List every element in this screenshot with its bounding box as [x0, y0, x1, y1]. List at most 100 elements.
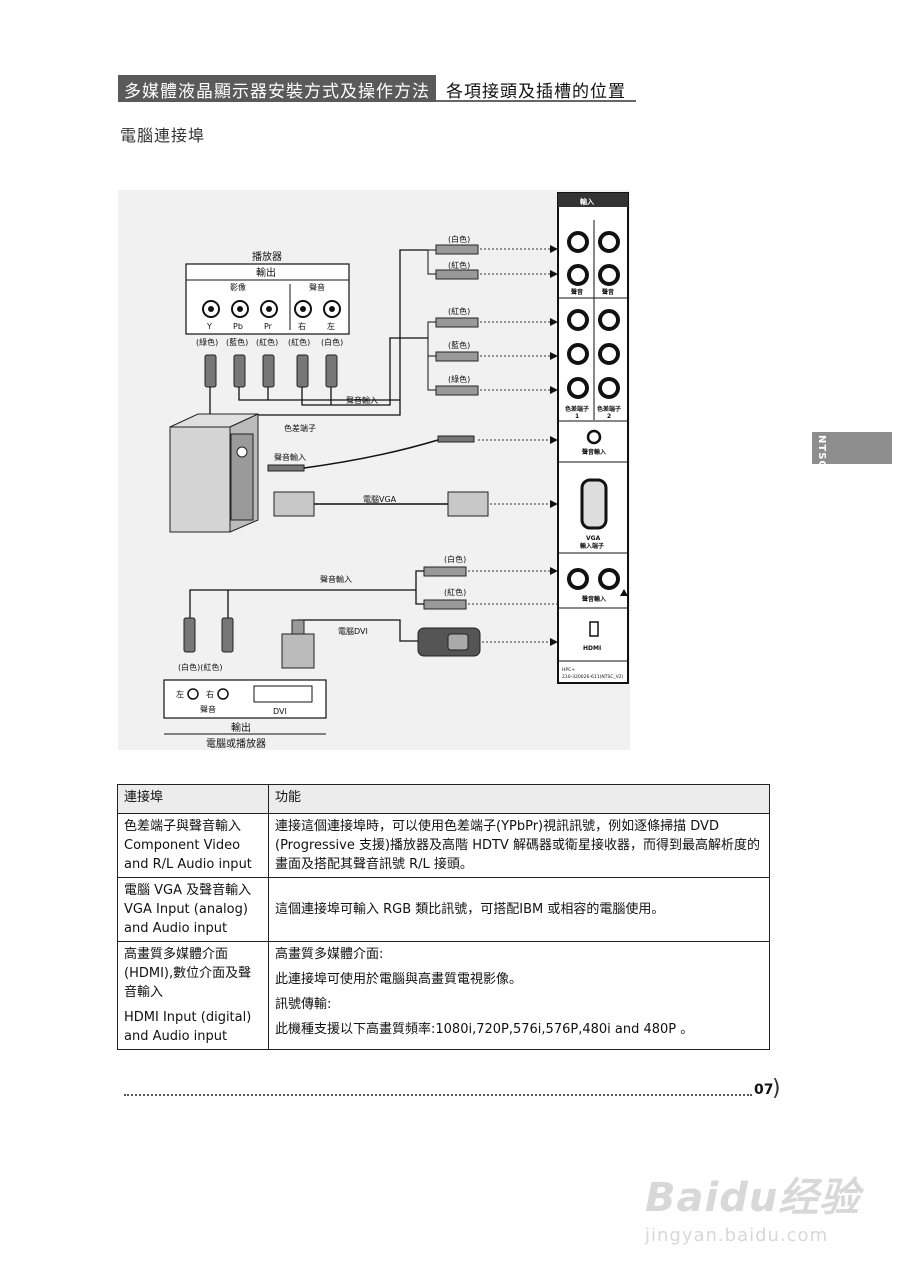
component-plugs — [204, 354, 338, 388]
src-dvi-port — [253, 685, 313, 703]
col-header-function: 功能 — [268, 784, 770, 814]
function-cell: 連接這個連接埠時，可以使用色差端子(YPbPr)視訊訊號，例如逐條掃描 DVD … — [268, 813, 770, 878]
video-label: 影像 — [230, 282, 246, 292]
src-output-label: 輸出 — [231, 721, 251, 734]
page-number-bracket: ) — [772, 1076, 781, 1101]
player-output-label: 輸出 — [256, 266, 276, 279]
src-dvi-label: DVI — [273, 707, 287, 716]
audio-in-label-2: 聲音輸入 — [274, 452, 306, 462]
port-line: (HDMI),數位介面及聲 — [124, 966, 252, 981]
audio-label: 聲音 — [309, 282, 325, 292]
port-line: 電腦 VGA 及聲音輸入 — [124, 883, 252, 898]
jack-left-label: 左 — [327, 321, 335, 331]
src-left-label: 左 — [176, 689, 184, 699]
src-title: 電腦或播放器 — [206, 737, 266, 750]
panel-header: 輸入 — [580, 197, 594, 206]
side-tab-label: NTSC — [816, 435, 827, 469]
footer-divider — [124, 1094, 752, 1096]
cable-blue-2: (藍色) — [448, 340, 470, 350]
pc-tower — [169, 413, 259, 533]
side-tab: NTSC — [812, 432, 892, 469]
panel-audio-in-b: 聲音輸入 — [582, 595, 606, 603]
watermark-brand: Baidu经验 — [645, 1175, 861, 1221]
panel-model-2: 210-320026-611(NTSC_V2) — [562, 674, 624, 680]
connection-diagram: 播放器 輸出 影像 聲音 Y Pb Pr 右 左 (綠色) (藍色) (紅色) … — [118, 190, 630, 750]
watermark-url: jingyan.baidu.com — [645, 1225, 829, 1246]
jack-pr-label: Pr — [264, 322, 273, 331]
page-subtitle: 電腦連接埠 — [120, 126, 206, 145]
spec-table: 連接埠 功能 色差端子與聲音輸入 Component Video and R/L… — [117, 784, 770, 1050]
cable-white-3: (白色) — [444, 554, 466, 564]
panel-vga: VGA — [586, 535, 601, 542]
player-title: 播放器 — [252, 250, 282, 263]
port-cell: 電腦 VGA 及聲音輸入 VGA Input (analog) and Audi… — [117, 877, 269, 942]
port-line: and R/L Audio input — [124, 857, 252, 872]
watermark: Baidu经验 jingyan.baidu.com — [645, 1165, 860, 1246]
function-cell: 這個連接埠可輸入 RGB 類比訊號，可搭配IBM 或相容的電腦使用。 — [268, 877, 770, 942]
function-text: 訊號傳輸: — [275, 997, 332, 1012]
page-number: 07 — [754, 1082, 774, 1098]
panel-vga-label: 輸入端子 — [580, 542, 604, 550]
component-label: 色差端子 — [284, 423, 316, 433]
port-line: 高畫質多媒體介面 — [124, 947, 229, 962]
vga-port — [580, 478, 608, 530]
table-row: 色差端子與聲音輸入 Component Video and R/L Audio … — [117, 813, 770, 878]
function-text: 此機種支援以下高畫質頻率:1080i,720P,576i,576P,480i a… — [275, 1022, 694, 1037]
page-header: 多媒體液晶顯示器安裝方式及操作方法 各項接頭及插槽的位置 — [118, 75, 636, 102]
panel-model-1: HPC+ — [562, 667, 575, 673]
player-red2-label: (紅色) — [288, 337, 310, 347]
panel-hdmi: HDMI — [583, 645, 601, 652]
port-cell: 色差端子與聲音輸入 Component Video and R/L Audio … — [117, 813, 269, 878]
jack-y-label: Y — [206, 322, 212, 331]
cable-group-top: (白色) (紅色) — [427, 234, 558, 280]
function-text: 高畫質多媒體介面: — [275, 947, 384, 962]
function-text: 此連接埠可使用於電腦與高畫質電視影像。 — [275, 972, 523, 987]
table-row: 高畫質多媒體介面 (HDMI),數位介面及聲 音輸入 HDMI Input (d… — [117, 941, 770, 1050]
audio-in-label-3: 聲音輸入 — [320, 574, 352, 584]
pc-vga-label: 電腦VGA — [363, 494, 397, 504]
cable-group-component: (紅色) (藍色) (綠色) — [427, 306, 558, 396]
panel-comp2: 色差端子 — [597, 405, 621, 413]
player-red-label: (紅色) — [256, 337, 278, 347]
panel-comp2-num: 2 — [607, 413, 611, 420]
jack-right-label: 右 — [298, 321, 306, 331]
port-line: VGA Input (analog) — [124, 902, 248, 917]
player-jacks — [202, 300, 341, 318]
col-header-port: 連接埠 — [117, 784, 269, 814]
port-line: HDMI Input (digital) — [124, 1010, 252, 1025]
port-line: and Audio input — [124, 1029, 228, 1044]
table-row: 電腦 VGA 及聲音輸入 VGA Input (analog) and Audi… — [117, 877, 770, 942]
cable-red-1: (紅色) — [448, 260, 470, 270]
cable-white-1: (白色) — [448, 234, 470, 244]
function-text: 連接這個連接埠時，可以使用色差端子(YPbPr)視訊訊號，例如逐條掃描 DVD … — [275, 819, 760, 872]
page-topic: 各項接頭及插槽的位置 — [436, 75, 636, 102]
port-cell: 高畫質多媒體介面 (HDMI),數位介面及聲 音輸入 HDMI Input (d… — [117, 941, 269, 1050]
section-title: 多媒體液晶顯示器安裝方式及操作方法 — [118, 75, 436, 102]
panel-comp1: 色差端子 — [565, 405, 589, 413]
panel-audio-l: 聲音 — [571, 288, 583, 296]
player-white-label: (白色) — [321, 337, 343, 347]
panel-audio-r: 聲音 — [602, 288, 614, 296]
port-line: 色差端子與聲音輸入 — [124, 819, 242, 834]
function-text: 這個連接埠可輸入 RGB 類比訊號，可搭配IBM 或相容的電腦使用。 — [275, 902, 665, 917]
port-line: 音輸入 — [124, 985, 164, 1000]
port-line: Component Video — [124, 838, 241, 853]
player-blue-label: (藍色) — [226, 337, 248, 347]
cable-red-2: (紅色) — [448, 306, 470, 316]
player-box — [185, 263, 350, 335]
panel-comp1-num: 1 — [575, 413, 579, 420]
port-line: and Audio input — [124, 921, 228, 936]
cable-red-3: (紅色) — [444, 587, 466, 597]
cable-green-2: (綠色) — [448, 374, 470, 384]
hdmi-port — [589, 621, 599, 637]
pc-dvi-label: 電腦DVI — [338, 626, 368, 636]
player-green-label: (綠色) — [196, 337, 218, 347]
jack-pb-label: Pb — [233, 322, 243, 331]
spec-table-header: 連接埠 功能 — [117, 784, 770, 814]
panel-jacks — [567, 231, 620, 590]
connection-diagram-svg: 播放器 輸出 影像 聲音 Y Pb Pr 右 左 (綠色) (藍色) (紅色) … — [163, 192, 629, 750]
src-audio-label: 聲音 — [200, 704, 216, 714]
src-right-label: 右 — [206, 689, 214, 699]
function-cell: 高畫質多媒體介面: 此連接埠可使用於電腦與高畫質電視影像。 訊號傳輸: 此機種支… — [268, 941, 770, 1050]
audio-in-label-1: 聲音輸入 — [346, 395, 378, 405]
